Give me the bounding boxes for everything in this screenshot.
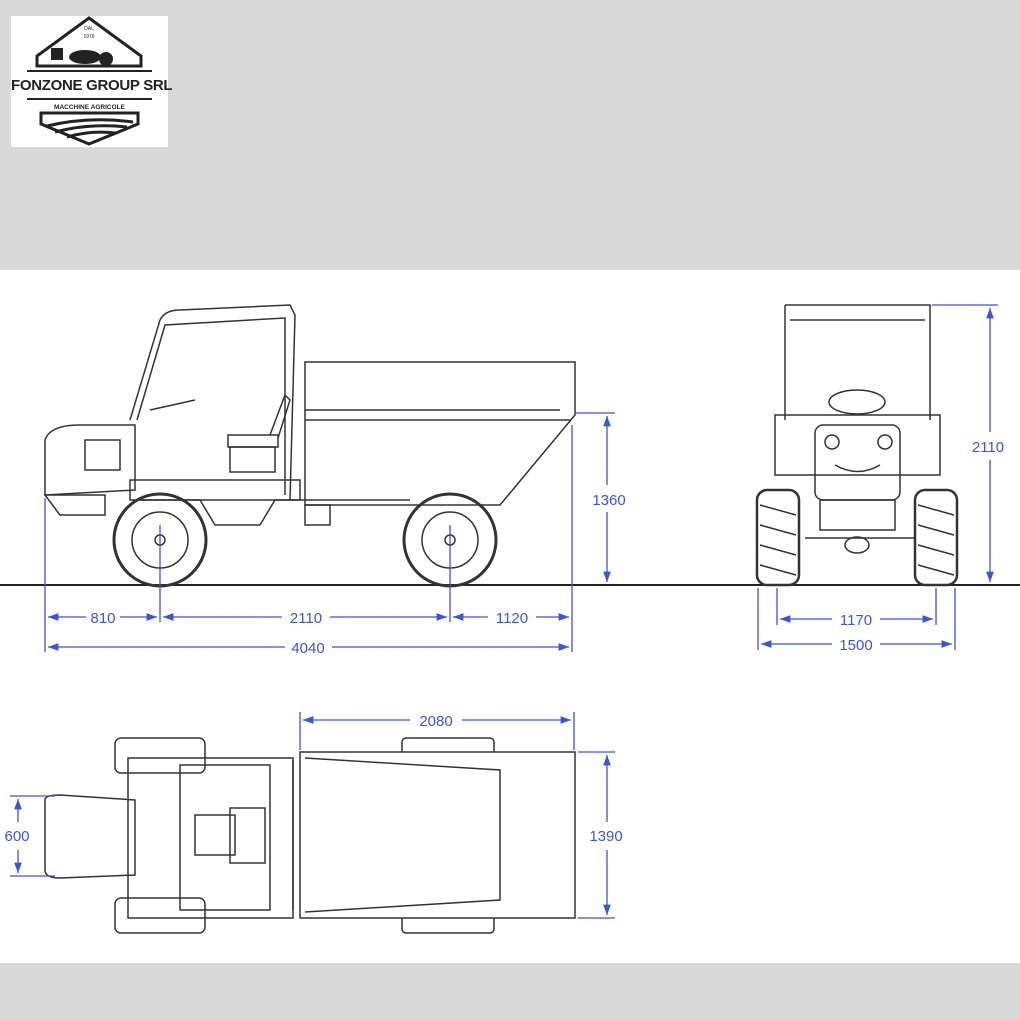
company-logo: DAL 1976 FONZONE GROUP SRL MACCHINE AGRI… — [11, 16, 173, 147]
logo-subtitle: MACCHINE AGRICOLE — [54, 104, 125, 111]
dim-rear-overhang: 1120 — [496, 610, 528, 627]
dim-overall-height: 2110 — [972, 439, 1004, 456]
logo-established-label: DAL — [84, 26, 94, 32]
logo-brand-name: FONZONE GROUP SRL — [11, 77, 173, 94]
front-view — [755, 304, 959, 587]
dim-overall-length: 4040 — [291, 640, 324, 657]
dim-hood-width: 600 — [4, 828, 29, 845]
dim-body-height: 1360 — [592, 492, 625, 509]
dim-body-length: 2080 — [419, 713, 452, 730]
logo-emblem-icon — [27, 16, 152, 146]
dim-wheelbase: 2110 — [290, 610, 322, 627]
side-view — [43, 304, 576, 588]
top-view — [44, 737, 576, 934]
logo-established-year: 1976 — [83, 34, 95, 40]
dim-front-overhang: 810 — [90, 610, 115, 627]
dim-track: 1170 — [840, 612, 872, 629]
dim-body-width: 1390 — [589, 828, 622, 845]
dim-overall-width: 1500 — [839, 637, 872, 654]
dimension-lines — [10, 304, 998, 919]
